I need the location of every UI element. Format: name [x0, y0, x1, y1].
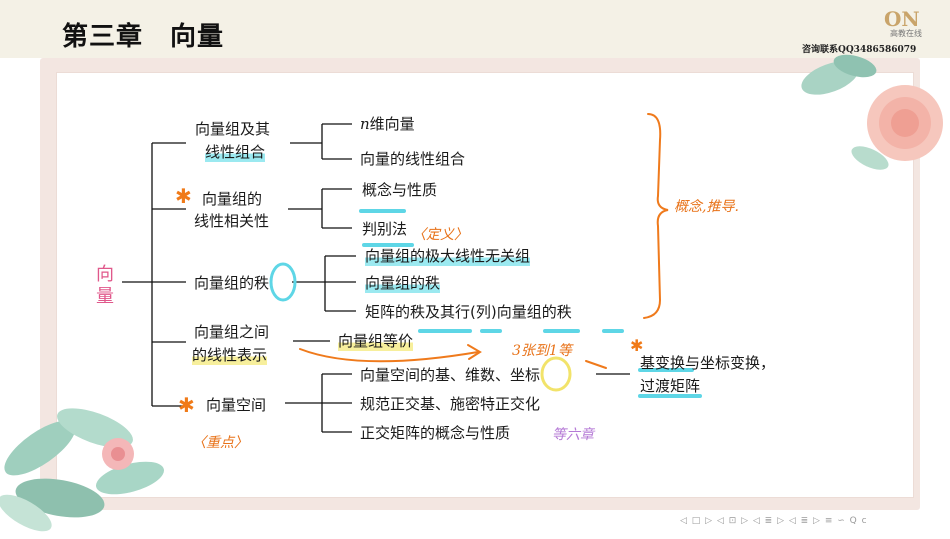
star-mark-icon: ✱	[178, 393, 195, 417]
side-note-line1: 基变换与坐标变换，	[640, 354, 776, 372]
star-mark-icon: ✱	[630, 336, 644, 355]
annotation-key-point: 〈重点〉	[192, 435, 248, 451]
branch-vector-space: 向量空间	[206, 396, 267, 414]
leaf-orthogonal-matrix: 正交矩阵的概念与性质	[360, 424, 511, 442]
leaf-linear-combination: 向量的线性组合	[360, 150, 466, 168]
page-title: 第三章 向量	[62, 22, 225, 52]
leaf-criterion: 判别法	[362, 220, 408, 238]
branch-linear-representation-line2: 的线性表示	[192, 344, 268, 365]
branch-linear-dependence-line1: 向量组的	[202, 190, 263, 208]
star-mark-icon: ✱	[175, 184, 192, 208]
header-bar	[0, 0, 950, 58]
branch-linear-dependence-line2: 线性相关性	[194, 212, 270, 230]
branch-linear-combination-line2: 线性组合	[205, 141, 266, 162]
branch-linear-combination-line1: 向量组及其	[195, 120, 271, 138]
root-node-vector: 向 量	[96, 264, 114, 307]
leaf-maximal-independent-set: 向量组的极大线性无关组	[365, 245, 531, 266]
svg-text:ON: ON	[884, 7, 920, 31]
flower-decoration-top-right	[800, 48, 950, 178]
branch-rank: 向量组的秩	[194, 274, 270, 292]
leaf-equivalent-sets: 向量组等价	[338, 330, 414, 351]
leaf-matrix-rank: 矩阵的秩及其行(列)向量组的秩	[365, 303, 572, 321]
brand-logo: ON 高教在线	[882, 6, 934, 38]
branch-linear-representation-line1: 向量组之间	[194, 323, 270, 341]
logo-text: 高教在线	[890, 28, 922, 38]
annotation-definition: 〈定义〉	[412, 227, 468, 243]
leaf-basis-dimension-coordinates: 向量空间的基、维数、坐标	[360, 366, 541, 384]
annotation-arrow-note: 3张到1等	[512, 343, 572, 359]
flower-decoration-bottom-left	[0, 388, 170, 535]
side-note-line2: 过渡矩阵	[640, 377, 701, 395]
leaf-concept-properties: 概念与性质	[362, 181, 438, 199]
slide-content-panel	[56, 72, 914, 498]
contact-info: 咨询联系QQ3486586079	[802, 45, 917, 55]
leaf-orthonormal-basis: 规范正交基、施密特正交化	[360, 395, 541, 413]
leaf-n-prefix: n	[360, 115, 370, 133]
leaf-n-dim-vector: n维向量	[360, 113, 415, 134]
annotation-brace-note: 概念,推导.	[674, 199, 739, 215]
leaf-rank-of-set: 向量组的秩	[365, 272, 441, 293]
annotation-chapter-note: 等六章	[552, 427, 594, 443]
slide-navigation-controls[interactable]: ◁ □ ▷ ◁ ⊡ ▷ ◁ ≣ ▷ ◁ ≣ ▷ ≡ ∽ Q ᴄ	[680, 516, 868, 526]
leaf-n-dim-vector-label: 维向量	[369, 115, 415, 133]
